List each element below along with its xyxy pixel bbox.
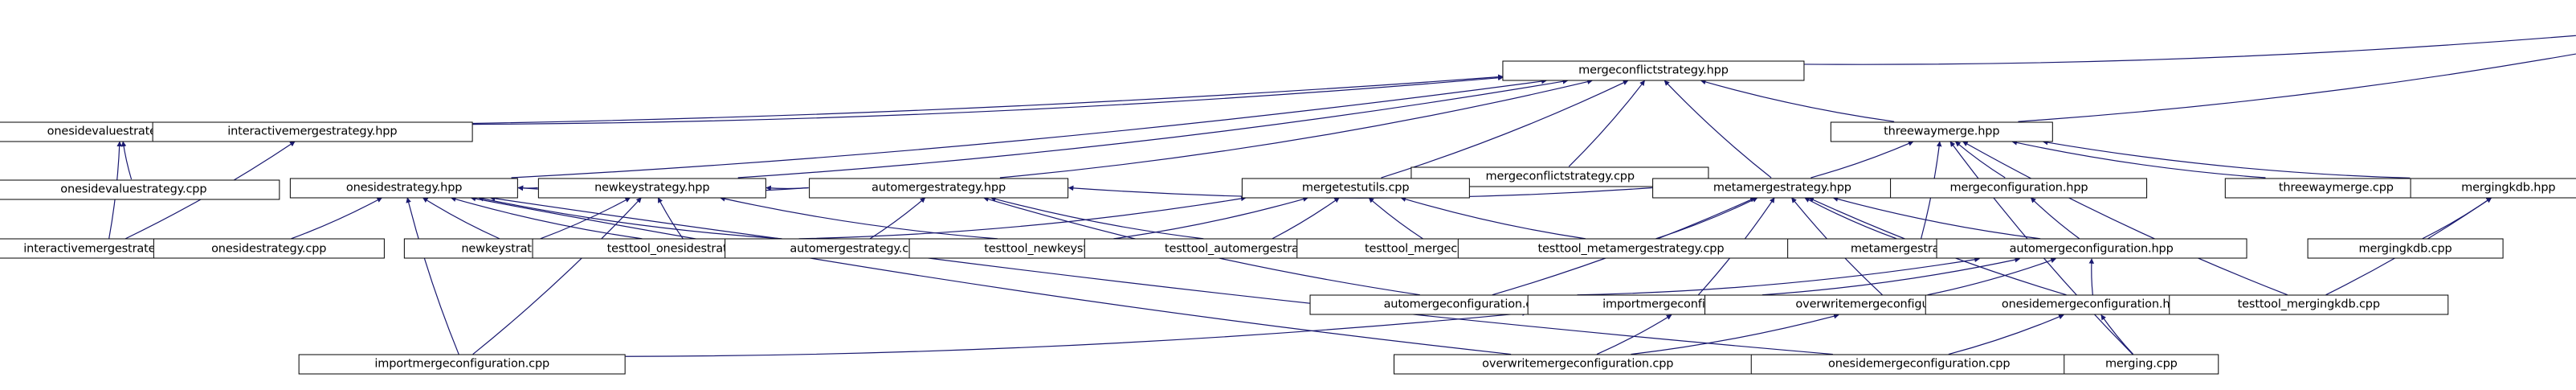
graph-node-label: threewaymerge.cpp bbox=[2278, 181, 2394, 195]
graph-edge bbox=[1700, 79, 1895, 122]
graph-edge bbox=[1962, 141, 2288, 296]
graph-edge bbox=[1927, 257, 2056, 296]
graph-node-onesidevaluestrategy-cpp[interactable]: onesidevaluestrategy.cpp bbox=[0, 179, 280, 199]
graph-node-label: mergingkdb.cpp bbox=[2358, 242, 2452, 256]
graph-edge bbox=[472, 75, 1504, 125]
graph-edge bbox=[798, 195, 1247, 240]
graph-edge bbox=[1068, 185, 1652, 199]
graph-node-merging-cpp[interactable]: merging.cpp bbox=[2064, 354, 2219, 375]
graph-node-label: onesidestrategy.hpp bbox=[345, 181, 463, 195]
graph-edge bbox=[657, 197, 684, 240]
graph-node-onesidestrategy-cpp[interactable]: onesidestrategy.cpp bbox=[153, 238, 385, 259]
graph-node-label: onesidevaluestrategy.cpp bbox=[60, 183, 207, 196]
graph-edge bbox=[540, 197, 631, 240]
graph-node-mergeconfiguration-hpp[interactable]: mergeconfiguration.hpp bbox=[1890, 178, 2148, 199]
graph-edge bbox=[450, 196, 643, 240]
graph-node-label: merging.cpp bbox=[2104, 357, 2178, 371]
graph-edge bbox=[1832, 196, 2041, 240]
graph-node-metamergestrategy-hpp[interactable]: metamergestrategy.hpp bbox=[1651, 178, 1913, 199]
graph-node-label: testtool_metamergestrategy.cpp bbox=[1537, 242, 1725, 256]
graph-node-label: onesidemergeconfiguration.cpp bbox=[1828, 357, 2011, 371]
graph-edge bbox=[1400, 196, 1586, 240]
graph-node-mergingkdb-cpp[interactable]: mergingkdb.cpp bbox=[2307, 238, 2504, 259]
graph-node-label: threewaymerge.hpp bbox=[1884, 125, 2000, 138]
graph-node-label: overwritemergeconfiguration.cpp bbox=[1482, 357, 1674, 371]
graph-node-interactivemergestrategy-hpp[interactable]: interactivemergestrategy.hpp bbox=[152, 121, 473, 142]
graph-edge bbox=[2018, 53, 2576, 122]
graph-edge bbox=[1811, 141, 1914, 179]
graph-edge bbox=[1664, 80, 1772, 179]
graph-edge bbox=[2042, 139, 2411, 179]
graph-edge bbox=[625, 310, 1528, 357]
graph-edge bbox=[120, 141, 133, 180]
graph-node-label: mergeconfiguration.hpp bbox=[1949, 181, 2088, 195]
graph-node-label: onesidestrategy.cpp bbox=[211, 242, 327, 256]
graph-edge bbox=[2030, 197, 2080, 240]
graph-edge bbox=[1577, 257, 1980, 296]
graph-edge bbox=[291, 197, 382, 240]
graph-node-newkeystrategy-hpp[interactable]: newkeystrategy.hpp bbox=[537, 178, 766, 199]
graph-node-label: onesidemergeconfiguration.hpp bbox=[2001, 298, 2185, 311]
graph-edge bbox=[1762, 257, 2021, 296]
graph-edge bbox=[422, 197, 500, 240]
graph-node-mergingkdb-hpp[interactable]: mergingkdb.hpp bbox=[2410, 178, 2576, 199]
graph-node-automergestrategy-hpp[interactable]: automergestrategy.hpp bbox=[808, 178, 1069, 199]
graph-edge bbox=[1804, 197, 1897, 240]
graph-edge bbox=[470, 195, 1512, 355]
graph-node-label: automergestrategy.hpp bbox=[872, 181, 1006, 195]
graph-node-mergetestutils-cpp[interactable]: mergetestutils.cpp bbox=[1241, 178, 1470, 199]
graph-node-label: newkeystrategy.hpp bbox=[594, 181, 710, 195]
graph-edge bbox=[1368, 197, 1423, 240]
graph-node-label: testtool_mergingkdb.cpp bbox=[2237, 298, 2380, 311]
graph-edge bbox=[2422, 197, 2492, 240]
graph-edge bbox=[1948, 314, 2064, 355]
graph-edge bbox=[1804, 35, 2576, 65]
graph-edge bbox=[720, 196, 998, 240]
graph-node-label: interactivemergestrategy.hpp bbox=[227, 125, 398, 138]
graph-node-threewaymerge-hpp[interactable]: threewaymerge.hpp bbox=[1831, 121, 2053, 142]
graph-node-label: interactivemergestrategy.cpp bbox=[23, 242, 193, 256]
graph-edge bbox=[1113, 196, 1308, 240]
graph-node-mergeconflictstrategy-hpp[interactable]: mergeconflictstrategy.hpp bbox=[1502, 60, 1805, 81]
graph-node-onesidemergeconfiguration-cpp[interactable]: onesidemergeconfiguration.cpp bbox=[1750, 354, 2088, 375]
graph-edge bbox=[999, 79, 1593, 179]
graph-node-label: automergeconfiguration.hpp bbox=[2009, 242, 2174, 256]
graph-edge bbox=[2011, 140, 2266, 179]
graph-node-label: importmergeconfiguration.cpp bbox=[374, 357, 550, 371]
graph-node-label: automergeconfiguration.cpp bbox=[1383, 298, 1547, 311]
graph-edge bbox=[2088, 258, 2095, 295]
graph-edge bbox=[1954, 141, 2006, 179]
graph-node-label: metamergestrategy.hpp bbox=[1713, 181, 1851, 195]
graph-edge bbox=[2100, 314, 2134, 355]
graph-edge bbox=[472, 197, 642, 355]
graph-edge bbox=[1631, 314, 1839, 355]
graph-node-label: mergetestutils.cpp bbox=[1301, 181, 1410, 195]
graph-edge bbox=[1381, 80, 1629, 179]
graph-node-testtool-metamergestrategy-cpp[interactable]: testtool_metamergestrategy.cpp bbox=[1458, 238, 1804, 259]
graph-edge bbox=[406, 197, 459, 355]
graph-node-label: mergingkdb.hpp bbox=[2461, 181, 2556, 195]
graph-node-automergeconfiguration-hpp[interactable]: automergeconfiguration.hpp bbox=[1936, 238, 2247, 259]
graph-edge bbox=[1272, 197, 1340, 240]
graph-edge bbox=[765, 185, 809, 191]
graph-node-overwritemergeconfiguration-cpp[interactable]: overwritemergeconfiguration.cpp bbox=[1394, 354, 1762, 375]
graph-edge bbox=[869, 197, 926, 240]
graph-node-testtool-mergingkdb-cpp[interactable]: testtool_mergingkdb.cpp bbox=[2169, 294, 2448, 315]
graph-node-label: mergeconflictstrategy.hpp bbox=[1578, 64, 1729, 77]
graph-edge bbox=[1568, 80, 1645, 167]
graph-edge bbox=[990, 196, 1204, 240]
graph-node-label: mergeconflictstrategy.cpp bbox=[1485, 170, 1635, 183]
graph-node-label: automergestrategy.cpp bbox=[790, 242, 924, 256]
graph-edge bbox=[489, 195, 1833, 355]
graph-node-onesidestrategy-hpp[interactable]: onesidestrategy.hpp bbox=[289, 178, 519, 199]
graph-edge bbox=[511, 78, 1547, 179]
graph-edge bbox=[737, 79, 1569, 179]
graph-edge bbox=[1596, 314, 1672, 355]
graph-node-importmergeconfiguration-cpp[interactable]: importmergeconfiguration.cpp bbox=[298, 354, 626, 375]
graph-edge bbox=[478, 195, 782, 240]
